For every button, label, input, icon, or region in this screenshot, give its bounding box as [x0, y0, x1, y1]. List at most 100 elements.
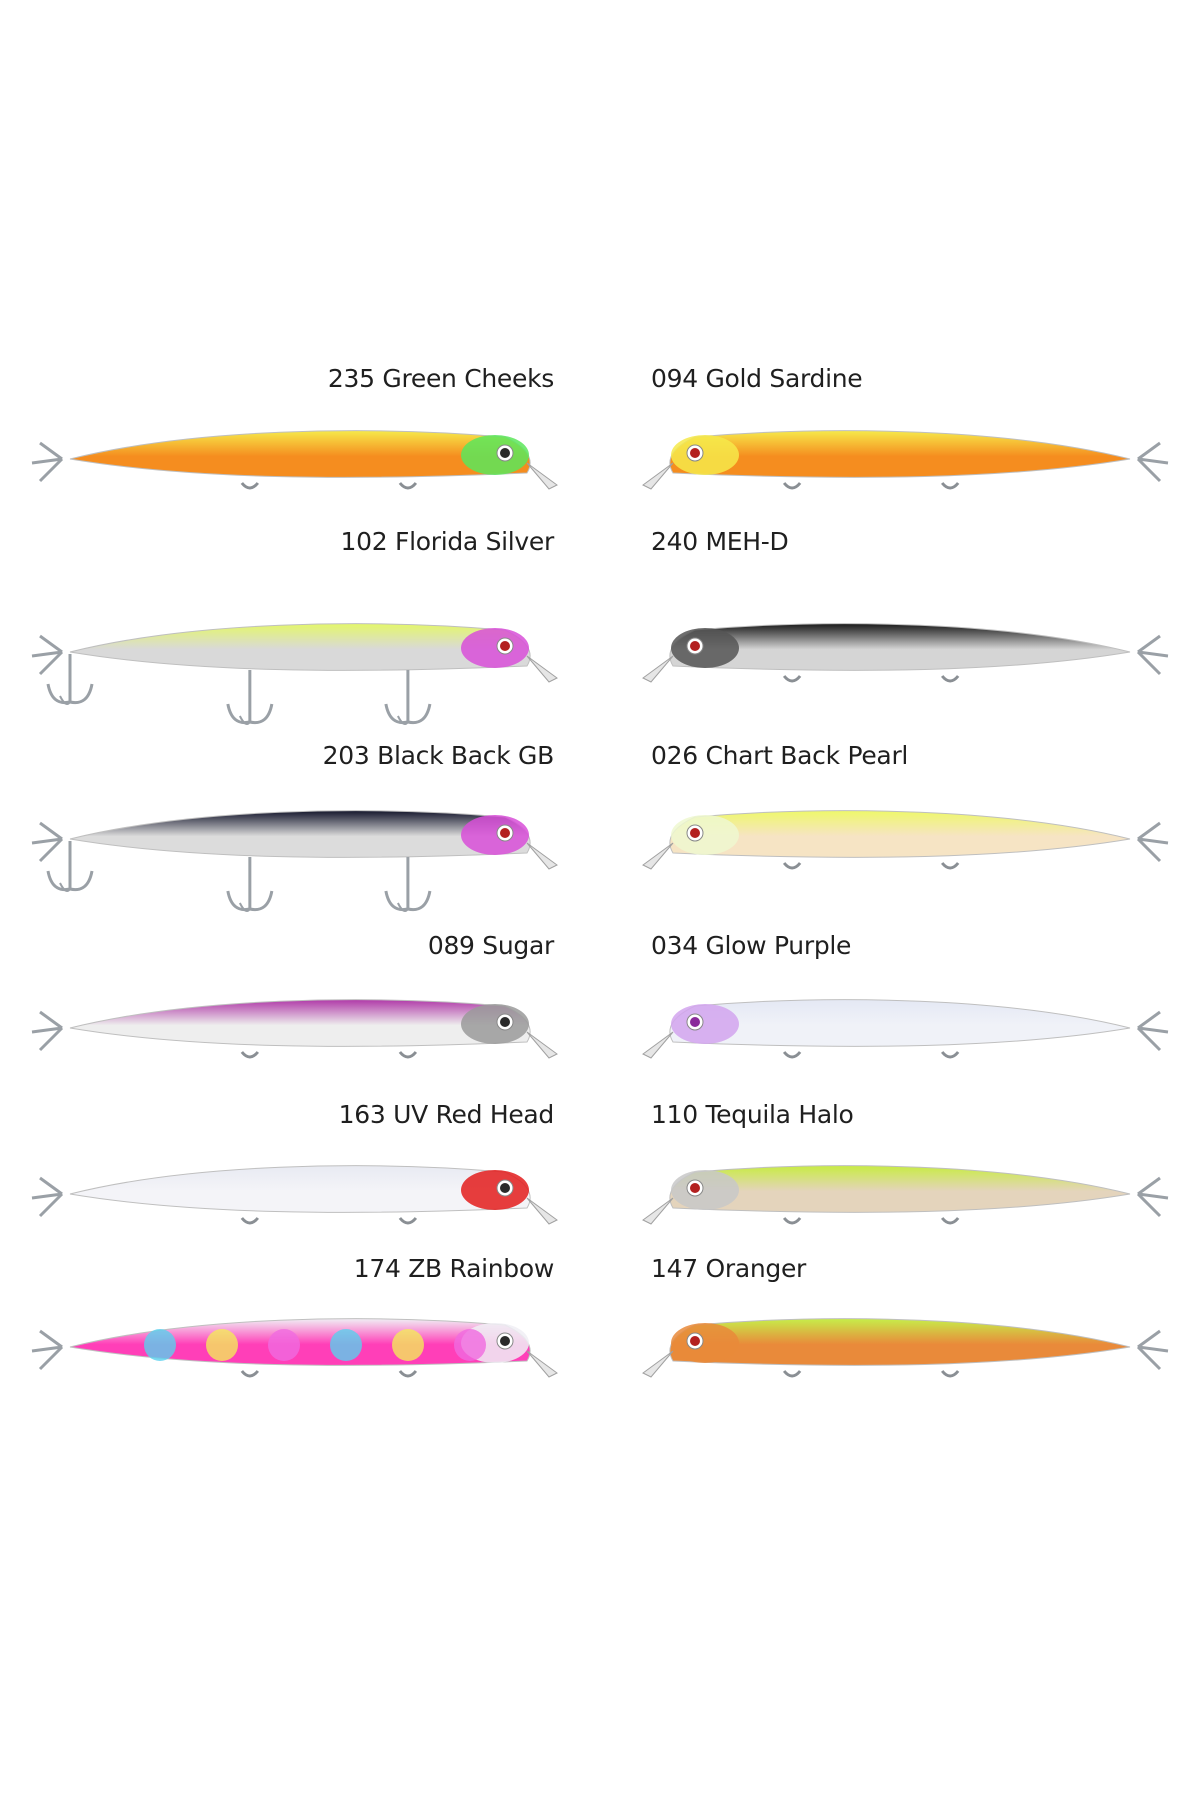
lure-lip [642, 1031, 674, 1059]
lure-head [461, 435, 529, 475]
lure-image [31, 623, 558, 725]
tail-hook-icon [1136, 1010, 1169, 1052]
belly-eyelet-icon [940, 1217, 960, 1225]
lure-image [31, 810, 558, 912]
belly-eyelet-icon [940, 1370, 960, 1378]
lure-name-label: 174 ZB Rainbow [353, 1254, 555, 1283]
belly-eyelet-icon [782, 1370, 802, 1378]
lure-spot [206, 1329, 238, 1361]
lure-image [642, 999, 1169, 1059]
lure-name-label: 110 Tequila Halo [651, 1100, 854, 1129]
tail-hook-icon [1136, 441, 1169, 483]
treble-hook-icon [384, 857, 432, 912]
lure-head [461, 1004, 529, 1044]
belly-eyelet-icon [782, 1217, 802, 1225]
lure-head [671, 435, 739, 475]
lure-name-label: 147 Oranger [651, 1254, 807, 1283]
lure-head [671, 1170, 739, 1210]
belly-eyelet-icon [782, 675, 802, 683]
belly-eyelet-icon [398, 482, 418, 490]
belly-eyelet-icon [940, 675, 960, 683]
lure-head [461, 815, 529, 855]
lure-pupil [690, 828, 700, 838]
lure-lip [526, 842, 558, 870]
tail-hook-icon [1136, 821, 1169, 863]
lure-name-label: 163 UV Red Head [338, 1100, 555, 1129]
lure-head [671, 628, 739, 668]
treble-hook-icon [46, 654, 94, 705]
lure-image [642, 810, 1169, 870]
lure-head [461, 628, 529, 668]
lure-name-label: 089 Sugar [427, 931, 554, 960]
lure-image [642, 430, 1169, 490]
tail-hook-icon [1136, 1329, 1169, 1371]
lure-head [671, 1323, 739, 1363]
lure-pupil [500, 1017, 510, 1027]
lure-image [31, 1165, 558, 1225]
belly-eyelet-icon [940, 1051, 960, 1059]
lure-image [642, 1165, 1169, 1225]
tail-hook-icon [31, 1176, 64, 1218]
lure-spot [454, 1329, 486, 1361]
lure-name-label: 094 Gold Sardine [651, 364, 863, 393]
lure-spot [392, 1329, 424, 1361]
tail-hook-icon [31, 634, 64, 676]
belly-eyelet-icon [782, 1051, 802, 1059]
lure-lip [642, 462, 674, 490]
lure-pupil [500, 1336, 510, 1346]
lure-spot [268, 1329, 300, 1361]
lure-lip [642, 842, 674, 870]
belly-eyelet-icon [782, 862, 802, 870]
lure-pupil [690, 1017, 700, 1027]
lure-head [461, 1170, 529, 1210]
lure-image [31, 1318, 558, 1378]
belly-eyelet-icon [398, 1217, 418, 1225]
belly-eyelet-icon [240, 482, 260, 490]
lure-pupil [500, 1183, 510, 1193]
lure-pupil [690, 448, 700, 458]
lure-lip [526, 655, 558, 683]
belly-eyelet-icon [940, 862, 960, 870]
treble-hook-icon [226, 670, 274, 725]
tail-hook-icon [1136, 1176, 1169, 1218]
lure-pupil [500, 641, 510, 651]
lure-head [671, 1004, 739, 1044]
lure-image [642, 1318, 1169, 1378]
lure-lip [642, 655, 674, 683]
lure-pupil [500, 448, 510, 458]
lure-name-label: 235 Green Cheeks [327, 364, 554, 393]
belly-eyelet-icon [240, 1051, 260, 1059]
belly-eyelet-icon [782, 482, 802, 490]
lure-lip [642, 1350, 674, 1378]
tail-hook-icon [31, 441, 64, 483]
lure-lip [526, 1031, 558, 1059]
lure-name-label: 203 Black Back GB [322, 741, 555, 770]
tail-hook-icon [1136, 634, 1169, 676]
belly-eyelet-icon [940, 482, 960, 490]
lure-pupil [690, 1336, 700, 1346]
treble-hook-icon [46, 841, 94, 892]
belly-eyelet-icon [398, 1370, 418, 1378]
belly-eyelet-icon [398, 1051, 418, 1059]
lure-pupil [690, 1183, 700, 1193]
tail-hook-icon [31, 1329, 64, 1371]
lure-lip [526, 1350, 558, 1378]
lure-image [31, 430, 558, 490]
tail-hook-icon [31, 821, 64, 863]
lure-pupil [500, 828, 510, 838]
tail-hook-icon [31, 1010, 64, 1052]
lure-lip [526, 1197, 558, 1225]
lure-image [31, 999, 558, 1059]
lure-spot [330, 1329, 362, 1361]
treble-hook-icon [226, 857, 274, 912]
lure-pupil [690, 641, 700, 651]
treble-hook-icon [384, 670, 432, 725]
belly-eyelet-icon [240, 1370, 260, 1378]
lure-lip [526, 462, 558, 490]
lure-lip [642, 1197, 674, 1225]
lure-name-label: 034 Glow Purple [651, 931, 852, 960]
lure-image [642, 623, 1169, 683]
lure-spot [144, 1329, 176, 1361]
lure-name-label: 102 Florida Silver [340, 527, 555, 556]
